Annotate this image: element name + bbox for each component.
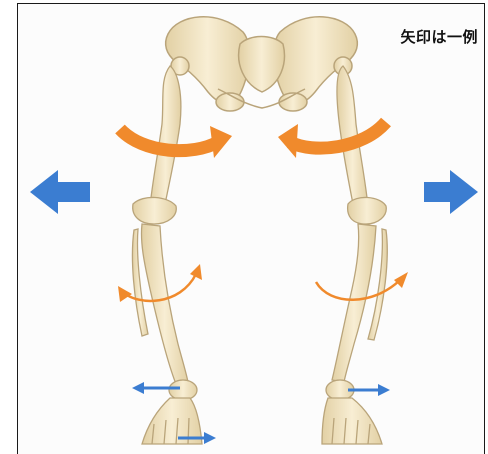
right-knee (348, 197, 387, 224)
right-tibia (332, 224, 376, 382)
illustration-frame: 矢印は一例 (17, 3, 485, 454)
pelvis (166, 17, 358, 111)
left-femur (150, 66, 181, 209)
left-outward-arrow (30, 170, 90, 214)
right-thigh-arrowhead (278, 124, 298, 158)
outward-direction-arrows (30, 170, 478, 214)
caption: 矢印は一例 (400, 26, 478, 47)
right-outward-arrow (424, 170, 478, 214)
right-foot (322, 398, 382, 444)
skeleton-diagram (18, 4, 485, 454)
left-knee (133, 197, 177, 224)
left-ankle (169, 380, 197, 400)
left-thigh-arrowhead (210, 126, 232, 158)
left-tibia (141, 224, 188, 384)
